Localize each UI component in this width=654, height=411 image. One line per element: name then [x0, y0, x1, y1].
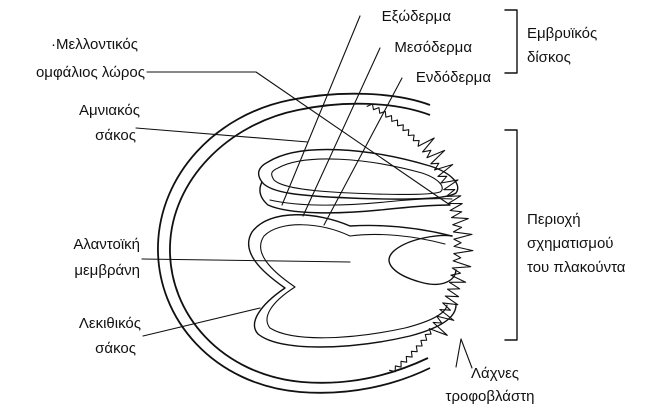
mesoderm-label: Μεσόδερμα [394, 39, 472, 56]
amniotic-sac-label-line1: Αμνιακός [79, 102, 140, 119]
endoderm-label: Ενδόδερμα [416, 69, 491, 86]
endoderm-pointer [324, 78, 402, 225]
allantoic-pointer [142, 259, 350, 262]
embryo-body [270, 199, 452, 206]
embryonic-disc-label-line2: δίσκος [527, 49, 571, 66]
placenta-region-label-line2: σχηματισμού [527, 235, 614, 252]
yolk-sac-label-line1: Λεκιθικός [79, 315, 141, 332]
future-umbilical-cord-label-line2: ομφάλιος λώρος [36, 64, 145, 81]
brackets [505, 10, 517, 340]
placenta-region-label-line1: Περιοχή [527, 211, 581, 228]
chorion-wall [158, 94, 430, 393]
trophoblast-villi-label-line1: Λάχνες [471, 365, 519, 382]
umbilical-pointer [147, 72, 450, 205]
yolk-sac-shape [249, 215, 456, 347]
trophoblast-villi-label-line2: τροφοβλάστη [446, 388, 535, 405]
mesoderm-pointer [303, 48, 380, 216]
embryonic-disc-bracket [505, 10, 517, 73]
yolk-sac-label-line2: σάκος [95, 340, 136, 357]
placenta-region-bracket [505, 130, 517, 340]
future-umbilical-cord-label-line1: ·Μελλοντικός [51, 36, 138, 53]
allantoic-membrane-label-line2: μεμβράνη [74, 262, 140, 279]
placenta-region-label-line3: του πλακούντα [527, 259, 626, 276]
embryonic-disc-label-line1: Εμβρυϊκός [527, 25, 597, 42]
villi-pointer [456, 339, 472, 368]
ectoderm-label: Εξώδερμα [382, 8, 452, 25]
amniotic-sac-label-line2: σάκος [95, 127, 136, 144]
allantoic-membrane-label-line1: Αλαντοϊκή [73, 236, 140, 253]
